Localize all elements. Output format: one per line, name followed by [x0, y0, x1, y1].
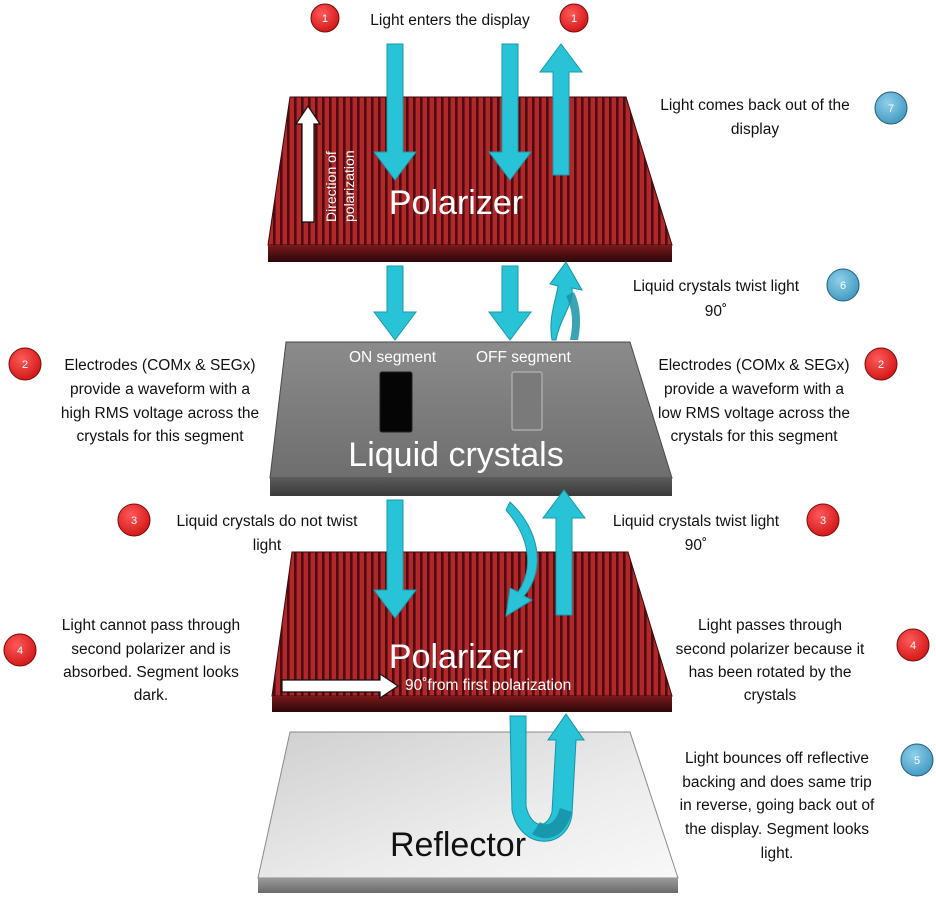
step-5-text: Light bounces off reflective backing and…	[680, 750, 875, 862]
direction-label-line2: polarization	[341, 150, 357, 222]
top-polarizer-layer: Polarizer Direction of polarization	[267, 96, 673, 262]
svg-text:90˚: 90˚	[685, 537, 707, 554]
down-arrow-right-mid	[488, 265, 532, 341]
svg-text:6: 6	[840, 280, 846, 292]
step-badge-4-left: 4	[3, 633, 37, 667]
step-badge-7: 7	[874, 91, 908, 125]
svg-text:crystals for this segment: crystals for this segment	[670, 428, 838, 445]
svg-text:7: 7	[888, 103, 894, 115]
step-4-left-text: Light cannot pass through second polariz…	[62, 617, 240, 704]
svg-text:Light cannot pass through: Light cannot pass through	[62, 617, 240, 634]
on-segment-label: ON segment	[349, 349, 437, 366]
step-badge-5: 5	[900, 743, 934, 777]
step-3-left-text: Liquid crystals do not twist light	[177, 513, 359, 554]
top-polarizer-label: Polarizer	[389, 184, 523, 222]
svg-text:low RMS voltage across the: low RMS voltage across the	[658, 405, 850, 422]
annotations: Light enters the display Light comes bac…	[61, 12, 875, 862]
step-7-text: Light comes back out of the display	[660, 97, 850, 138]
svg-text:5: 5	[914, 755, 920, 767]
reflection-loop-arrow	[509, 713, 585, 842]
svg-text:Liquid crystals twist light: Liquid crystals twist light	[613, 513, 780, 530]
step-badge-2-right: 2	[864, 347, 898, 381]
step-badge-2-left: 2	[8, 347, 42, 381]
step-badge-1-left: 1	[310, 3, 340, 33]
off-segment-block	[511, 371, 543, 431]
svg-text:Light comes back out of the: Light comes back out of the	[660, 97, 850, 114]
step-2-left-text: Electrodes (COMx & SEGx) provide a wavef…	[61, 357, 259, 445]
svg-text:crystals for this segment: crystals for this segment	[76, 428, 244, 445]
svg-text:second polarizer and is: second polarizer and is	[71, 641, 231, 658]
rotation-note: 90˚from first polarization	[405, 677, 571, 694]
svg-text:second polarizer because it: second polarizer because it	[676, 641, 865, 658]
svg-text:provide a waveform with a: provide a waveform with a	[70, 381, 250, 398]
reflector-label: Reflector	[390, 826, 526, 864]
step-4-right-text: Light passes through second polarizer be…	[676, 617, 865, 704]
horizontal-polarization-arrow-icon	[281, 672, 400, 700]
svg-text:backing and does same trip: backing and does same trip	[682, 774, 872, 791]
svg-text:90˚: 90˚	[705, 303, 727, 320]
down-arrow-left-low	[373, 499, 417, 619]
step-badge-4-right: 4	[896, 628, 930, 662]
svg-text:light: light	[253, 537, 282, 554]
step-1-text: Light enters the display	[370, 12, 530, 29]
light-arrows	[373, 43, 586, 842]
step-3-right-text: Liquid crystals twist light 90˚	[613, 513, 780, 554]
svg-text:light.: light.	[761, 845, 794, 862]
svg-text:has been rotated by the: has been rotated by the	[689, 664, 852, 681]
step-badges: 1 1 7 6 2 2 3 3	[3, 3, 934, 777]
step-2-right-text: Electrodes (COMx & SEGx) provide a wavef…	[658, 357, 850, 445]
liquid-crystals-label: Liquid crystals	[348, 436, 563, 474]
down-arrow-right-top	[488, 43, 532, 181]
up-arrow-right-low	[542, 489, 586, 616]
svg-text:display: display	[731, 121, 779, 138]
liquid-crystal-layer: ON segment OFF segment Liquid crystals	[269, 341, 673, 496]
svg-text:3: 3	[131, 515, 137, 527]
reflector-layer: Reflector	[257, 731, 679, 893]
svg-text:2: 2	[22, 359, 28, 371]
step-badge-3-right: 3	[806, 503, 840, 537]
off-segment-label: OFF segment	[476, 349, 571, 366]
svg-text:1: 1	[322, 13, 328, 25]
svg-text:in reverse, going back out of: in reverse, going back out of	[680, 797, 875, 814]
svg-text:Electrodes (COMx & SEGx): Electrodes (COMx & SEGx)	[658, 357, 849, 374]
svg-text:2: 2	[878, 359, 884, 371]
bottom-polarizer-label: Polarizer	[389, 638, 523, 676]
svg-text:high RMS voltage across the: high RMS voltage across the	[61, 405, 259, 422]
direction-label-line1: Direction of	[323, 151, 339, 222]
svg-text:the display. Segment looks: the display. Segment looks	[685, 821, 869, 838]
down-arrow-left-top	[373, 43, 417, 181]
up-arrow-exit	[539, 43, 583, 176]
step-6-text: Liquid crystals twist light 90˚	[633, 278, 800, 320]
twist-arrow-up	[549, 261, 583, 341]
svg-text:Liquid crystals do not twist: Liquid crystals do not twist	[177, 513, 359, 530]
step-badge-6: 6	[826, 268, 860, 302]
svg-text:Light bounces off reflective: Light bounces off reflective	[685, 750, 869, 767]
bottom-polarizer-layer: Polarizer 90˚from first polarization	[271, 551, 673, 712]
svg-text:absorbed. Segment looks: absorbed. Segment looks	[63, 664, 239, 681]
vertical-polarization-arrow-icon	[294, 104, 322, 223]
down-arrow-left-mid	[373, 265, 417, 341]
step-badge-1-right: 1	[559, 3, 589, 33]
svg-text:4: 4	[910, 640, 916, 652]
svg-text:1: 1	[571, 13, 577, 25]
svg-text:crystals: crystals	[744, 687, 797, 704]
svg-text:Liquid crystals twist light: Liquid crystals twist light	[633, 278, 800, 295]
svg-text:provide a waveform with a: provide a waveform with a	[664, 381, 844, 398]
step-badge-3-left: 3	[117, 503, 151, 537]
svg-text:Electrodes (COMx & SEGx): Electrodes (COMx & SEGx)	[64, 357, 255, 374]
curved-arrow-right-low	[505, 501, 538, 617]
svg-text:3: 3	[820, 515, 826, 527]
svg-text:4: 4	[17, 645, 23, 657]
on-segment-block	[379, 371, 413, 433]
svg-text:Light passes through: Light passes through	[698, 617, 842, 634]
svg-text:dark.: dark.	[134, 687, 168, 704]
